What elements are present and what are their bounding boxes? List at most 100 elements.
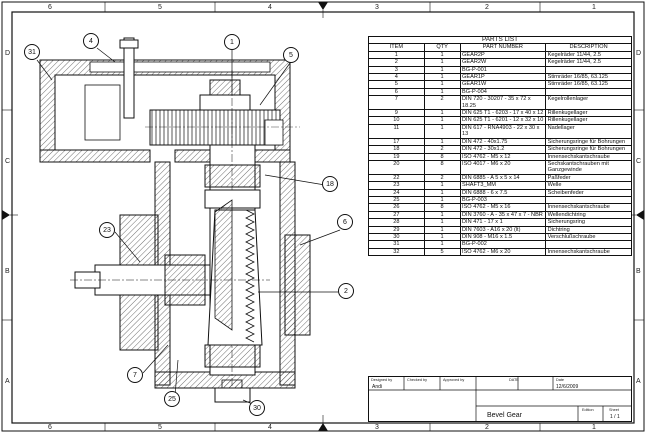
item-balloon-18: 18 (322, 176, 338, 192)
zone-label-top-5: 5 (158, 4, 162, 11)
parts-cell-qty: 1 (423, 188, 461, 197)
parts-cell-qty: 1 (423, 80, 461, 89)
parts-cell-part-number: DIN 617 - RNA4903 - 22 x 30 x 13 (459, 123, 547, 139)
zone-label-left-D: D (5, 50, 11, 57)
parts-cell-qty: 1 (423, 123, 461, 139)
checked-by-label: Checked by (407, 378, 428, 382)
parts-cell-part-number: ISO 4762 - M5 x 12 (459, 152, 547, 161)
parts-cell-description: Welle (545, 181, 632, 190)
parts-cell-description (545, 195, 632, 205)
parts-cell-description: Nadellager (545, 123, 632, 139)
parts-cell-item: 9 (368, 109, 425, 118)
item-balloon-25: 25 (164, 391, 180, 407)
parts-cell-qty: 1 (423, 73, 461, 82)
parts-cell-description: Stirnräder 16/85, 63.125 (545, 80, 632, 89)
date-value: 12/6/2009 (556, 384, 579, 390)
parts-cell-item: 20 (368, 159, 425, 175)
parts-cell-description: Kegelräder 11/44, 2.5 (545, 58, 632, 67)
parts-cell-qty: 1 (423, 218, 461, 227)
parts-cell-description: Wellendichtring (545, 210, 632, 220)
parts-cell-part-number: DIN 6885 - A 5 x 5 x 14 (459, 173, 547, 183)
parts-cell-part-number: GEAR1W (459, 80, 547, 89)
sheet-number: 1 / 1 (610, 414, 620, 420)
parts-cell-item: 4 (368, 73, 425, 82)
parts-cell-part-number: DIN 7603 - A16 x 20 (lt) (459, 225, 547, 234)
parts-cell-description: Verschlußschraube (545, 232, 632, 242)
parts-cell-item: 3 (368, 65, 425, 75)
parts-cell-item: 22 (368, 173, 425, 183)
parts-cell-qty: 2 (423, 145, 461, 154)
parts-cell-qty: 1 (423, 232, 461, 242)
parts-cell-qty: 5 (423, 247, 461, 257)
parts-cell-qty: 1 (423, 240, 461, 249)
parts-cell-item: 26 (368, 203, 425, 212)
parts-cell-qty: 1 (423, 210, 461, 220)
parts-cell-part-number: DIN 625 T1 - 6201 - 12 x 32 x 10 (459, 116, 547, 125)
zone-label-top-2: 2 (485, 4, 489, 11)
column-header-qty: QTY (423, 43, 461, 52)
zone-label-left-C: C (5, 158, 11, 165)
parts-cell-part-number: GEAR1P (459, 73, 547, 82)
parts-cell-item: 11 (368, 123, 425, 139)
parts-cell-description: Sicherungsringe für Bohrungen (545, 137, 632, 147)
zone-label-bottom-2: 2 (485, 424, 489, 431)
parts-cell-qty: 1 (423, 137, 461, 147)
parts-cell-item: 7 (368, 95, 425, 111)
parts-cell-part-number: DIN 720 - 30207 - 35 x 72 x 18.25 (459, 95, 547, 111)
zone-label-bottom-3: 3 (375, 424, 379, 431)
parts-cell-part-number: SHAFT3_MM (459, 181, 547, 190)
parts-cell-description: Scheibenfeder (545, 188, 632, 197)
parts-cell-description: Paßfeder (545, 173, 632, 183)
designed-by-value: Andi (372, 384, 383, 390)
parts-cell-description: Rillenkugellager (545, 116, 632, 125)
parts-cell-item: 24 (368, 188, 425, 197)
parts-cell-item: 5 (368, 80, 425, 89)
title-block: Designed by Andi Checked by Approved by … (368, 376, 633, 423)
parts-cell-item: 23 (368, 181, 425, 190)
zone-label-top-1: 1 (592, 4, 596, 11)
zone-label-top-4: 4 (268, 4, 272, 11)
zone-label-right-D: D (636, 50, 642, 57)
zone-label-bottom-1: 1 (592, 424, 596, 431)
zone-label-left-A: A (5, 378, 10, 385)
parts-cell-item: 19 (368, 152, 425, 161)
parts-cell-item: 17 (368, 137, 425, 147)
parts-cell-qty: 1 (423, 87, 461, 97)
parts-cell-item: 31 (368, 240, 425, 249)
parts-cell-qty: 1 (423, 50, 461, 60)
parts-cell-item: 6 (368, 87, 425, 97)
parts-cell-part-number: BG-P-002 (459, 240, 547, 249)
parts-cell-description (545, 240, 632, 249)
parts-cell-description: Sicherungsring (545, 218, 632, 227)
item-balloon-7: 7 (127, 367, 143, 383)
parts-cell-qty: 8 (423, 152, 461, 161)
sheet-label: Sheet (609, 408, 619, 412)
item-balloon-5: 5 (283, 47, 299, 63)
parts-cell-description: Stirnräder 16/85, 63.125 (545, 73, 632, 82)
column-header-description: DESCRIPTION (545, 43, 632, 52)
parts-cell-qty: 1 (423, 109, 461, 118)
zone-label-bottom-5: 5 (158, 424, 162, 431)
parts-cell-item: 10 (368, 116, 425, 125)
parts-cell-part-number: ISO 4762 - M6 x 20 (459, 247, 547, 257)
parts-cell-qty: 2 (423, 173, 461, 183)
